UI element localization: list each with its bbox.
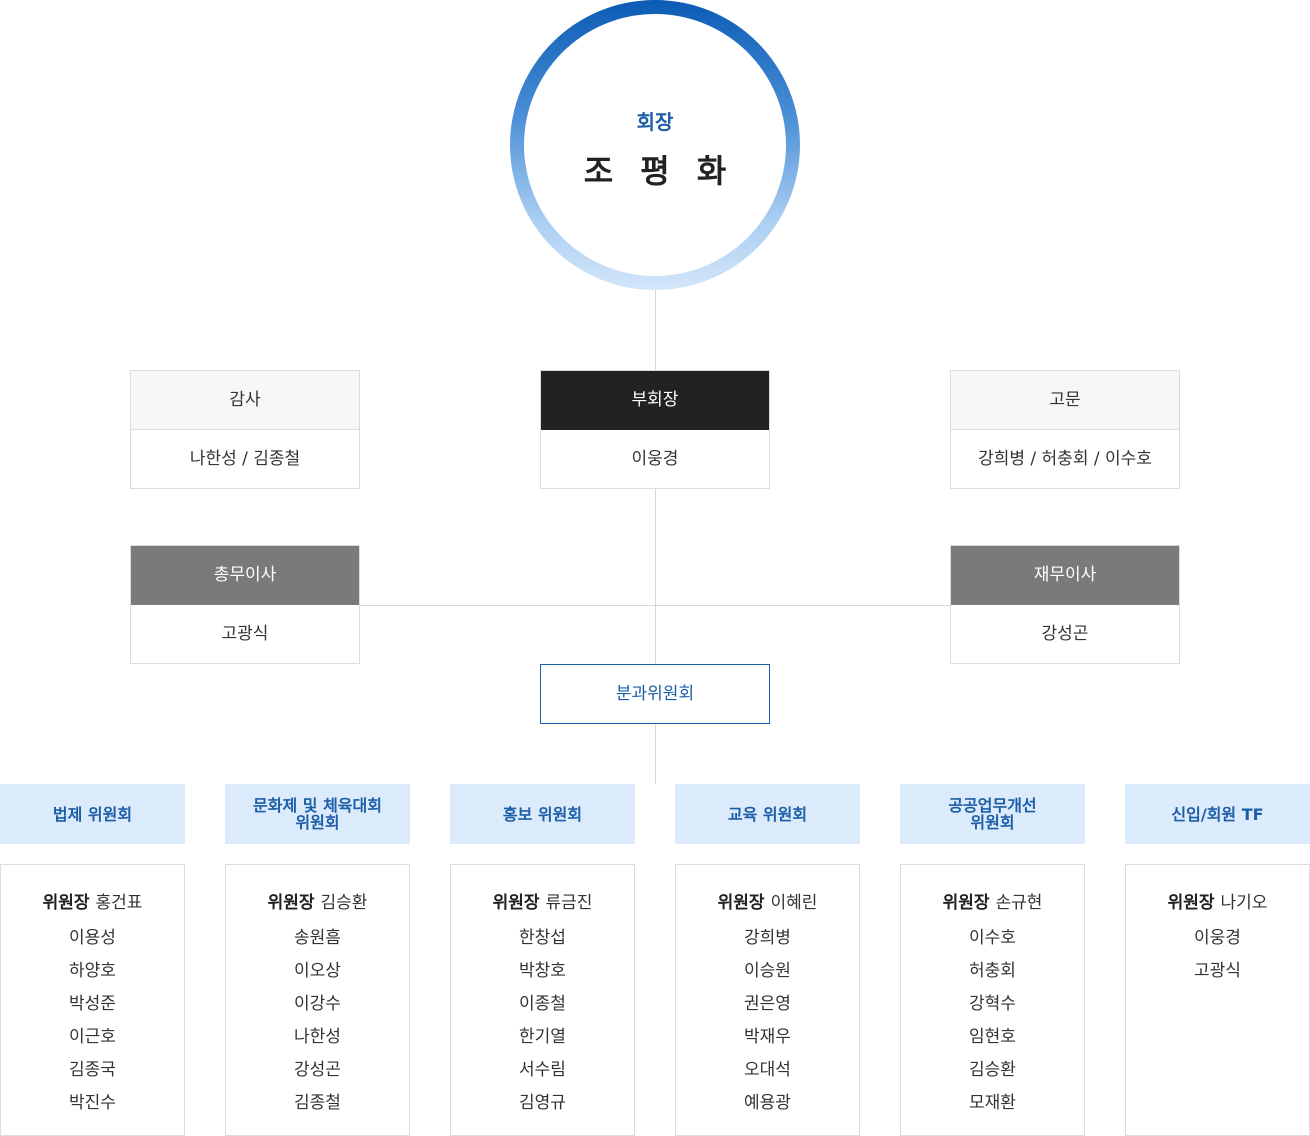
member-name: 김종국 [69, 1060, 116, 1080]
committee-header: 홍보 위원회 [450, 784, 635, 844]
member-name: 이오상 [294, 961, 341, 981]
member-name: 이용성 [69, 928, 116, 948]
general-affairs-names: 고광식 [221, 624, 269, 644]
vice-president-title: 부회장 [541, 371, 769, 430]
connector-vice-subcommittee [655, 488, 656, 664]
chair-name: 이혜린 [770, 893, 818, 913]
committee-header: 교육 위원회 [675, 784, 860, 844]
member-name: 이종철 [519, 994, 566, 1014]
member-name: 박창호 [519, 961, 566, 981]
member-name: 김승환 [969, 1060, 1016, 1080]
chair-label: 위원장 [42, 893, 90, 913]
member-name: 한기열 [519, 1027, 566, 1047]
advisor-names: 강희병 / 허충회 / 이수호 [978, 449, 1152, 469]
member-name: 서수림 [519, 1060, 566, 1080]
president-title: 회장 [636, 110, 674, 134]
chair-name: 나기오 [1220, 893, 1268, 913]
chair-label: 위원장 [492, 893, 540, 913]
vice-president-box: 부회장 이웅경 [540, 370, 770, 489]
member-name: 이웅경 [1194, 928, 1241, 948]
auditor-title: 감사 [131, 371, 359, 430]
member-name: 나한성 [294, 1027, 341, 1047]
finance-director-box: 재무이사 강성곤 [950, 545, 1180, 664]
finance-director-title: 재무이사 [951, 546, 1179, 605]
member-name: 이강수 [294, 994, 341, 1014]
general-affairs-title: 총무이사 [131, 546, 359, 605]
chair-label: 위원장 [717, 893, 765, 913]
member-name: 이승원 [744, 961, 791, 981]
chair-label: 위원장 [942, 893, 990, 913]
member-name: 김종철 [294, 1093, 341, 1113]
member-name: 이수호 [969, 928, 1016, 948]
connector-president-vice [655, 290, 656, 370]
member-name: 송원흠 [294, 928, 341, 948]
connector-subcommittee-committees [655, 722, 656, 784]
member-name: 박재우 [744, 1027, 791, 1047]
chair-name: 류금진 [545, 893, 593, 913]
committee-name-line: 법제 위원회 [52, 804, 133, 824]
advisor-title: 고문 [951, 371, 1179, 430]
chair-label: 위원장 [1167, 893, 1215, 913]
auditor-box: 감사 나한성 / 김종철 [130, 370, 360, 489]
member-name: 강혁수 [969, 994, 1016, 1014]
member-name: 하양호 [69, 961, 116, 981]
chair-name: 김승환 [320, 893, 368, 913]
member-name: 고광식 [1194, 961, 1241, 981]
member-name: 권은영 [744, 994, 791, 1014]
member-name: 한창섭 [519, 928, 566, 948]
vice-president-names: 이웅경 [631, 449, 679, 469]
committee-name-line: 홍보 위원회 [502, 804, 583, 824]
member-name: 김영규 [519, 1093, 566, 1113]
member-name: 박진수 [69, 1093, 116, 1113]
committee-name-line: 위원회 [295, 813, 340, 832]
president-ring [510, 0, 800, 290]
president-name: 조 평 화 [583, 152, 735, 190]
advisor-box: 고문 강희병 / 허충회 / 이수호 [950, 370, 1180, 489]
member-name: 임현호 [969, 1027, 1016, 1047]
member-name: 예용광 [744, 1093, 791, 1113]
member-name: 이근호 [69, 1027, 116, 1047]
member-name: 허충회 [969, 961, 1016, 981]
committee-name-line: 위원회 [970, 813, 1015, 832]
chair-label: 위원장 [267, 893, 315, 913]
chair-name: 손규현 [995, 893, 1043, 913]
member-name: 오대석 [744, 1060, 791, 1080]
subcommittee-box: 분과위원회 [540, 664, 770, 724]
chair-name: 홍건표 [95, 893, 143, 913]
committee-name-line: 교육 위원회 [727, 804, 808, 824]
auditor-names: 나한성 / 김종철 [189, 449, 301, 469]
member-name: 강희병 [744, 928, 791, 948]
committee-header: 신입/회원 TF [1125, 784, 1310, 844]
committee-name-line: 신입/회원 TF [1171, 804, 1264, 824]
member-name: 박성준 [69, 994, 116, 1014]
member-name: 모재환 [969, 1093, 1016, 1113]
general-affairs-box: 총무이사 고광식 [130, 545, 360, 664]
connector-directors [360, 605, 950, 606]
committee-header: 법제 위원회 [0, 784, 185, 844]
member-name: 강성곤 [294, 1060, 341, 1080]
committee-name-line: 공공업무개선 [948, 796, 1037, 815]
committee-name-line: 문화제 및 체육대회 [253, 796, 382, 815]
finance-director-names: 강성곤 [1041, 624, 1089, 644]
